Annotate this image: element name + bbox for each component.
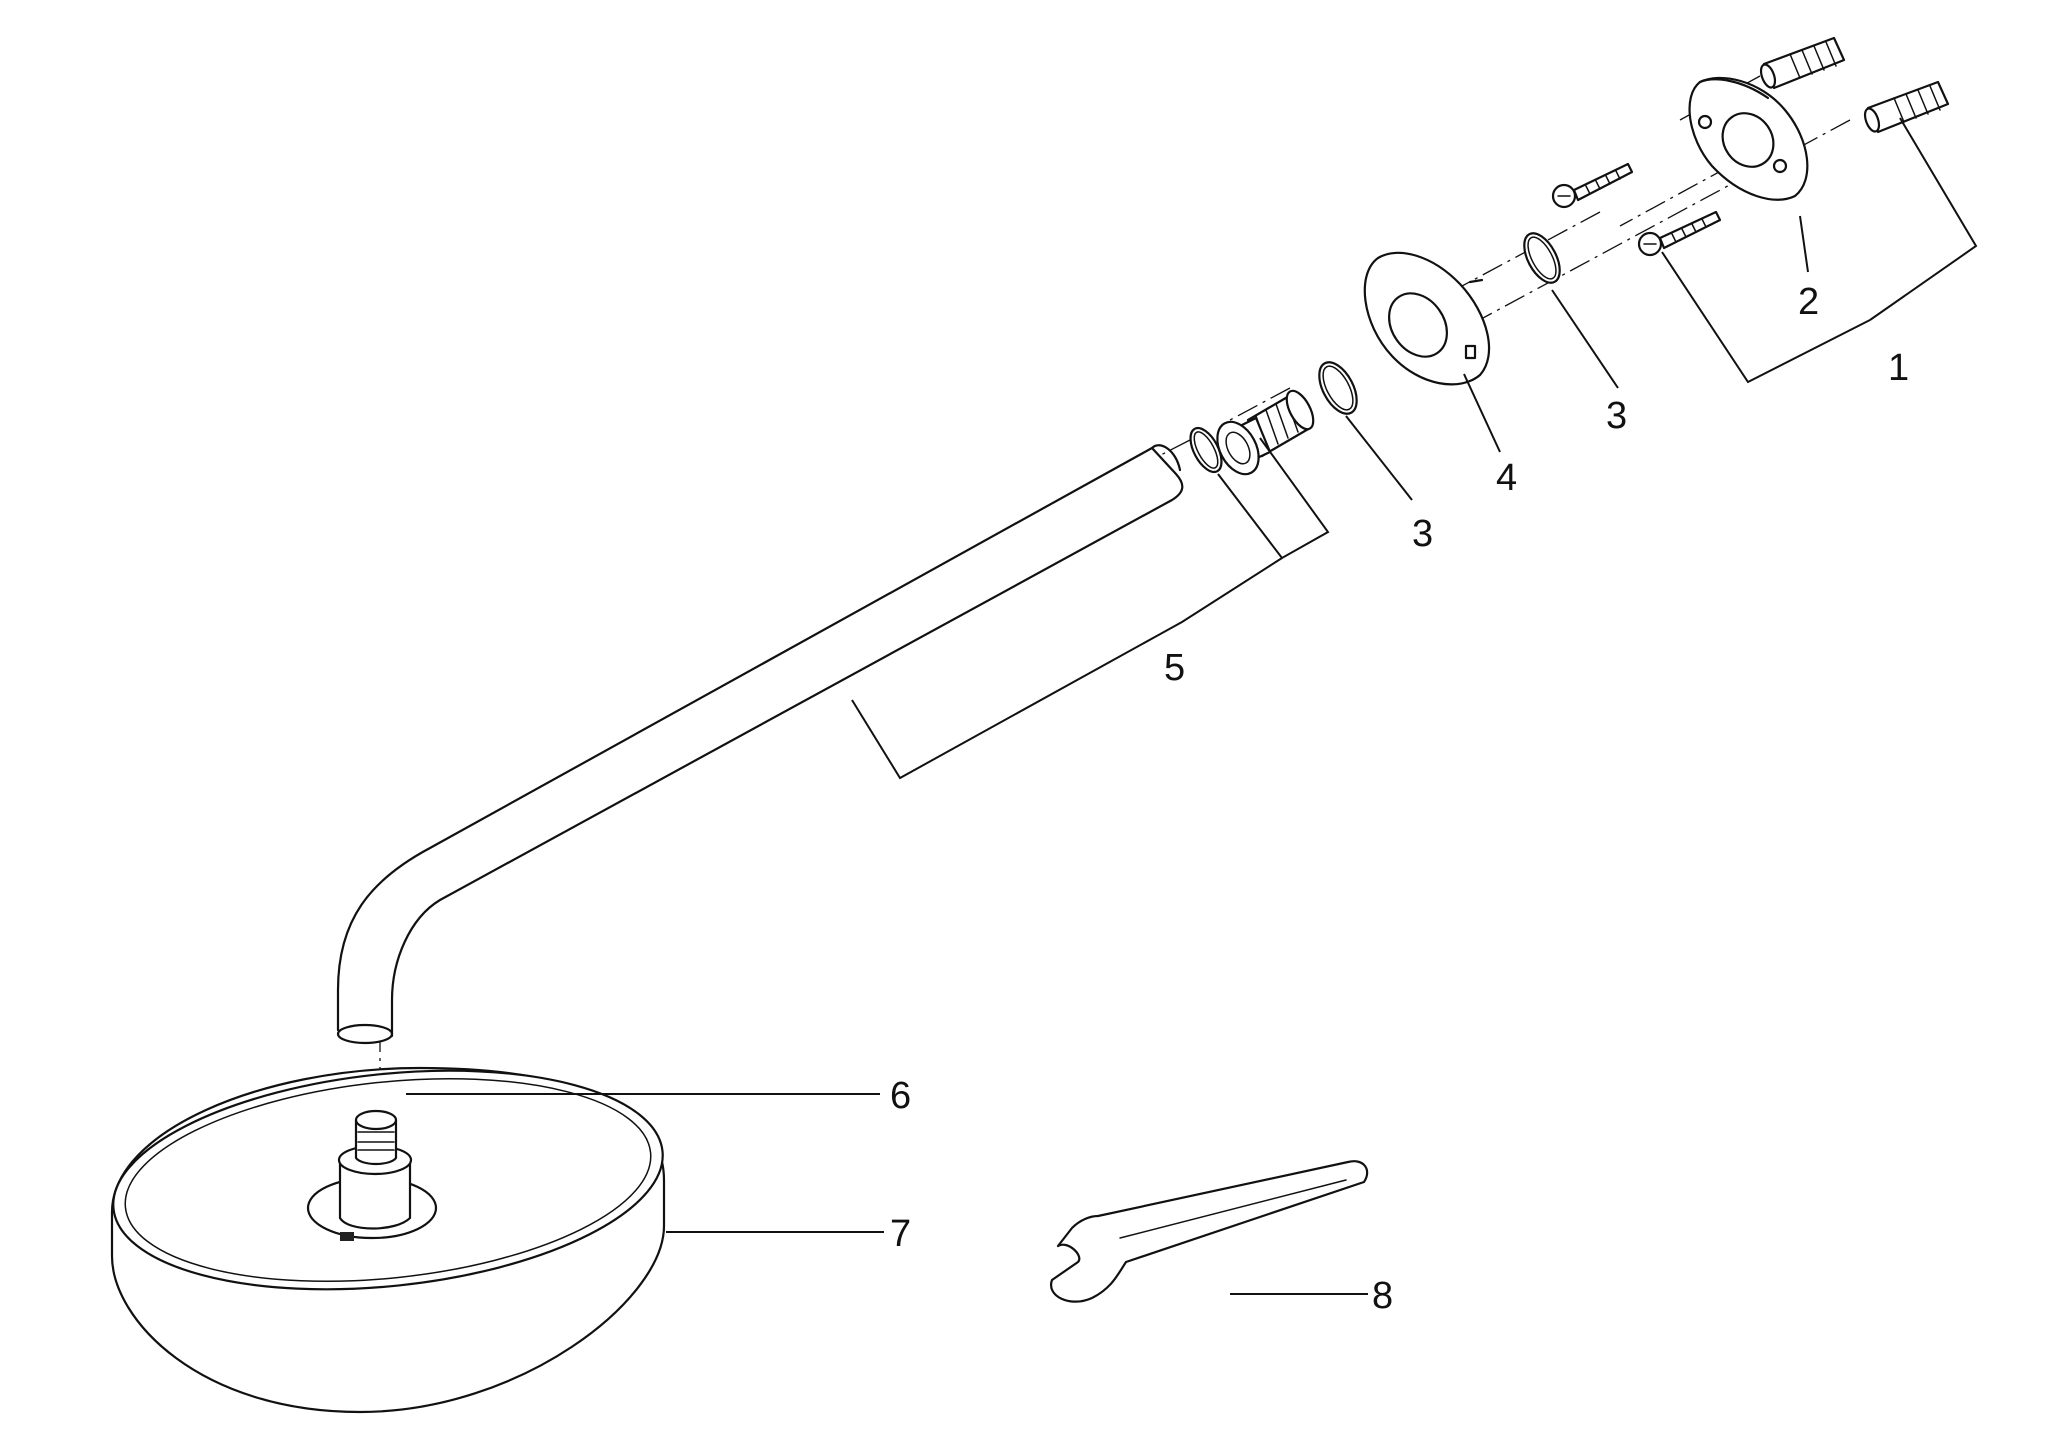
callout-1: 1 <box>1888 347 1909 389</box>
cover-rosette <box>1363 251 1491 386</box>
callout-2: 2 <box>1798 281 1819 323</box>
callout-6: 6 <box>890 1075 911 1117</box>
o-ring-middle <box>1318 361 1358 415</box>
callout-5: 5 <box>1164 647 1185 689</box>
wall-anchor-upper <box>1759 36 1846 90</box>
shower-arm <box>336 444 1184 1045</box>
leader-lines <box>406 117 1978 1295</box>
callout-7: 7 <box>890 1213 911 1255</box>
mounting-screw-upper <box>1551 162 1634 209</box>
callout-3-middle: 3 <box>1412 513 1433 555</box>
assembly-axis-lines <box>379 75 1851 1078</box>
callout-8: 8 <box>1372 1275 1393 1317</box>
mounting-screw-lower <box>1637 210 1722 257</box>
callout-labels: 1 2 3 3 4 5 6 7 8 <box>890 281 1909 1317</box>
threaded-connector <box>1216 389 1315 476</box>
o-ring-outer <box>1523 232 1561 284</box>
shower-head <box>110 1066 666 1414</box>
wrench <box>1049 1160 1369 1303</box>
callout-4: 4 <box>1496 457 1517 499</box>
callout-3-outer: 3 <box>1606 395 1627 437</box>
o-ring-inner <box>1189 426 1223 474</box>
wall-anchor-lower <box>1863 80 1950 134</box>
wall-bracket-plate <box>1688 76 1809 201</box>
